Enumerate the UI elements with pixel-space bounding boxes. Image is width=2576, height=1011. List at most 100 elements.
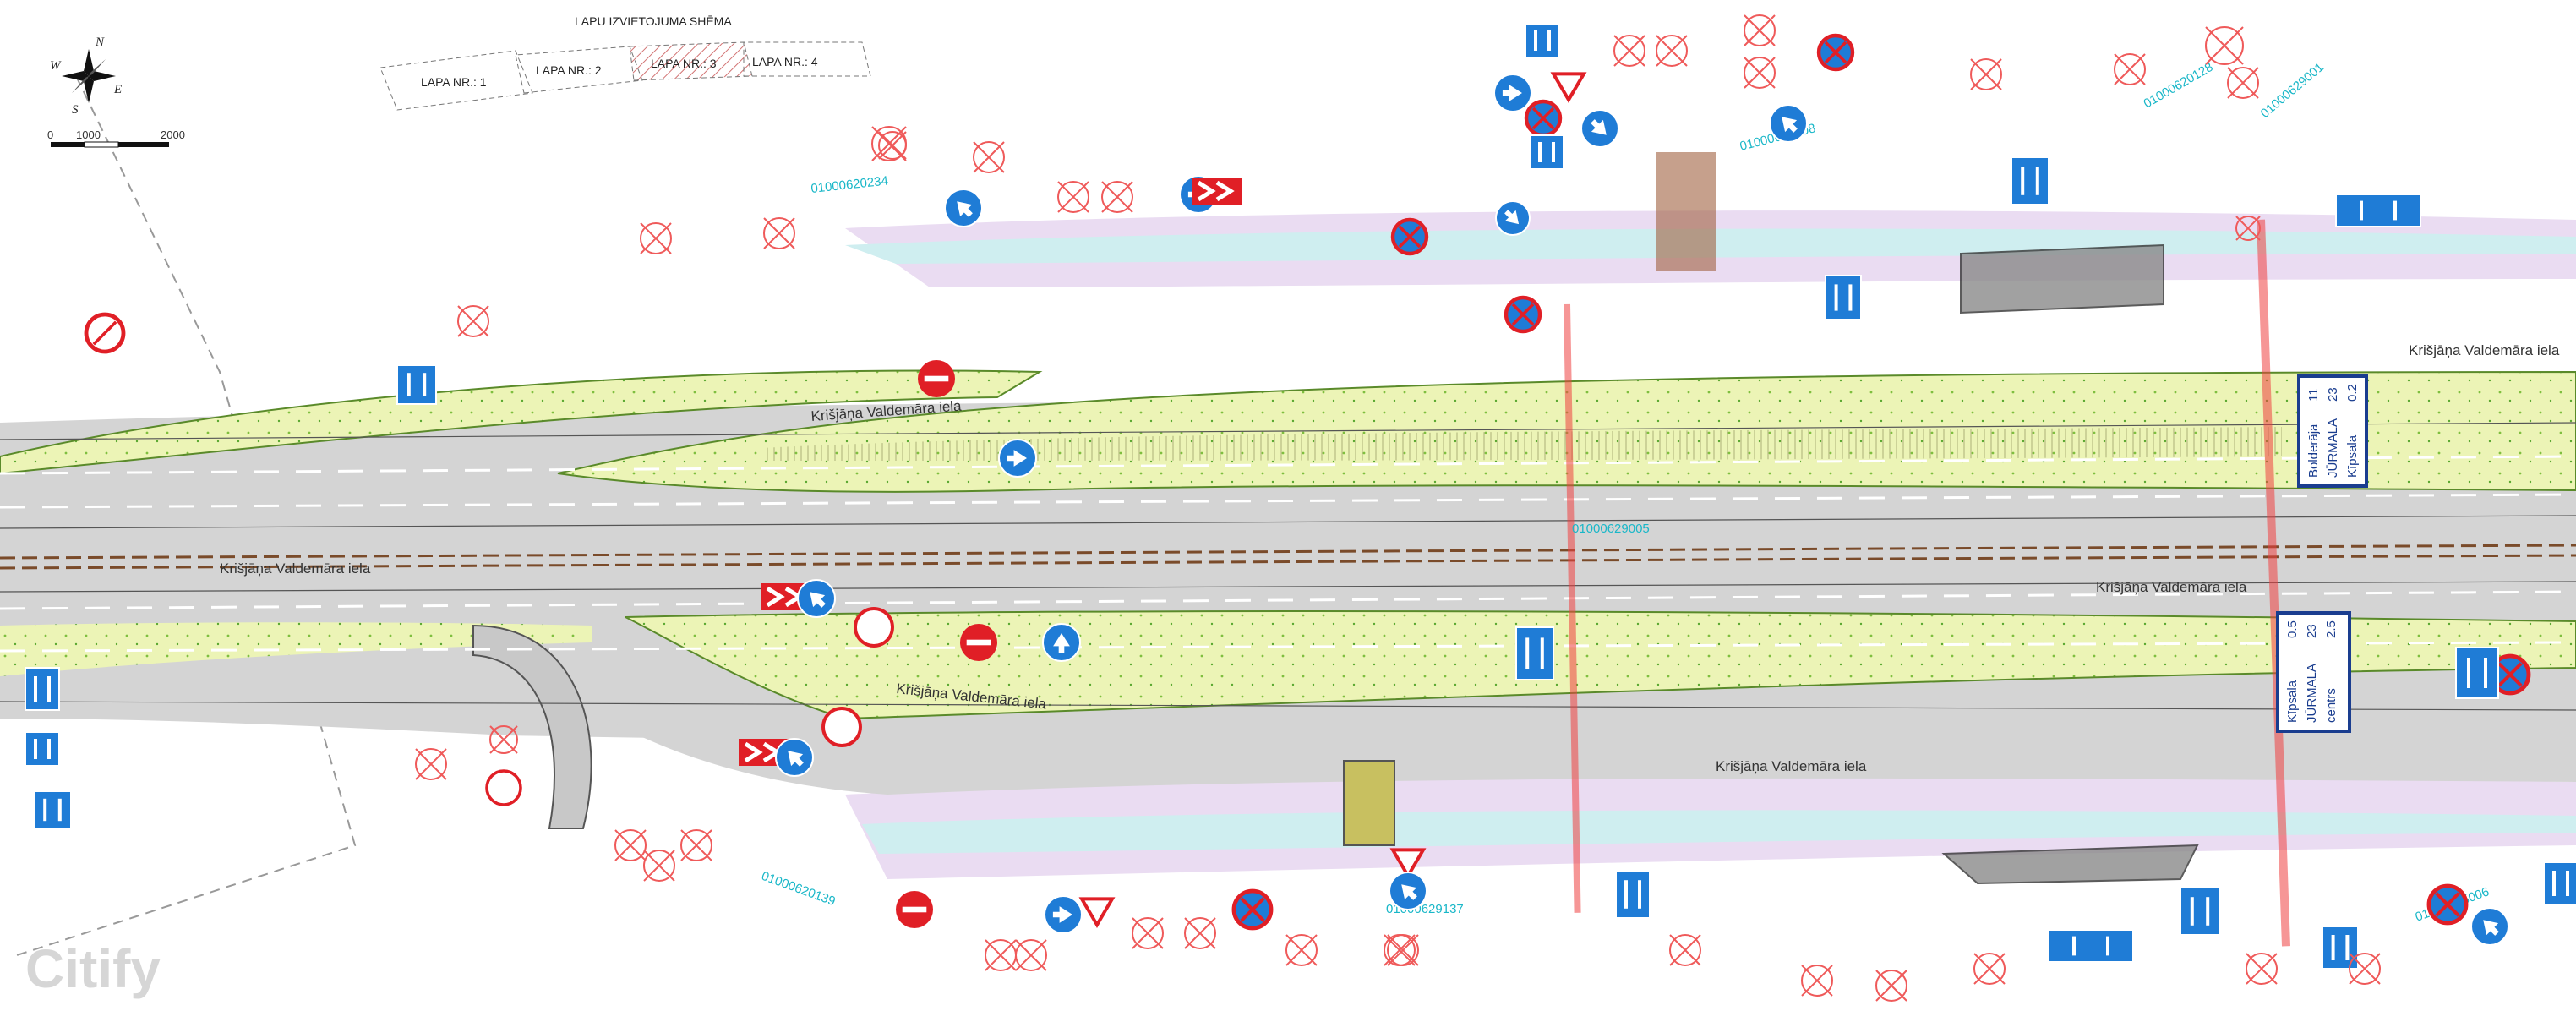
dest-a-4: 23	[2326, 387, 2340, 402]
dest-b-2: 0.5	[2285, 620, 2300, 638]
dest-b-6: 2.5	[2324, 620, 2339, 638]
street-label-5: Krišjāņa Valdemāra iela	[1716, 758, 1867, 774]
upper-median-hatch	[761, 427, 2282, 461]
information-sign-icon	[2322, 926, 2359, 970]
removed-sign-icon	[1101, 181, 1133, 213]
removed-sign-icon	[1656, 35, 1688, 67]
sheet-layout-key: LAPU IZVIETOJUMA SHĒMA LAPA NR.: 1 LAPA …	[379, 14, 871, 111]
no-entry-sign-icon	[896, 891, 933, 928]
removed-sign-icon	[1285, 934, 1318, 966]
removed-sign-icon	[2205, 26, 2244, 65]
speed-limit-sign-icon	[821, 707, 862, 747]
removed-sign-icon	[973, 141, 1005, 173]
removed-sign-icon	[614, 829, 647, 861]
street-label-3: Krišjāņa Valdemāra iela	[2096, 579, 2247, 595]
left-ramp	[472, 624, 592, 829]
information-sign-icon	[25, 667, 60, 711]
sheet-4-label: LAPA NR.: 4	[752, 55, 818, 68]
warning-triangle-icon	[1389, 848, 1427, 879]
chevron-sign-icon	[739, 739, 789, 766]
cad-id-4: 01000629005	[1572, 522, 1650, 536]
information-sign-icon	[33, 790, 72, 829]
information-sign-icon	[1615, 870, 1651, 919]
no-parking-sign-icon	[1816, 33, 1855, 72]
pedestrian-crossing	[1656, 152, 1716, 271]
dest-b-3: JŪRMALA	[2305, 664, 2319, 723]
removed-sign-icon	[763, 217, 795, 249]
information-sign-icon	[1825, 275, 1862, 320]
removed-sign-icon	[1132, 917, 1164, 949]
removed-sign-icon	[1970, 58, 2002, 90]
information-sign-icon	[2455, 647, 2499, 699]
dest-b-1: Kīpsala	[2285, 680, 2300, 723]
removed-sign-icon	[2246, 953, 2278, 985]
lower-bikepath	[862, 810, 2576, 854]
lower-service-road	[592, 710, 2576, 795]
scale-0: 0	[47, 128, 53, 141]
direction-arrow-sign-icon	[775, 738, 814, 777]
information-sign-icon	[2335, 194, 2421, 227]
direction-arrow-sign-icon	[1495, 200, 1531, 236]
no-parking-sign-icon	[2426, 883, 2469, 926]
direction-arrow-sign-icon	[1044, 895, 1083, 934]
upper-bridge-structure	[1960, 243, 2164, 314]
warning-triangle-icon	[1078, 897, 1116, 928]
direction-arrow-sign-icon	[797, 579, 836, 618]
sheet-2-label: LAPA NR.: 2	[536, 63, 602, 77]
removed-sign-icon	[1669, 934, 1701, 966]
direction-arrow-sign-icon	[944, 189, 983, 227]
removed-sign-icon	[2235, 216, 2261, 241]
direction-arrow-sign-icon	[2470, 907, 2509, 946]
removed-sign-icon	[871, 126, 907, 161]
sheet-key-title: LAPU IZVIETOJUMA SHĒMA	[575, 14, 732, 28]
removed-sign-icon	[2349, 953, 2381, 985]
dest-a-1: Bolderāja	[2306, 424, 2321, 478]
removed-sign-icon	[1184, 917, 1216, 949]
removed-sign-icon	[1744, 14, 1776, 46]
removed-sign-icon	[680, 829, 712, 861]
compass-rose-icon: N S E W	[50, 36, 122, 117]
scale-1000: 1000	[76, 128, 101, 141]
no-entry-sign-icon	[918, 360, 955, 397]
no-parking-sign-icon	[1390, 217, 1429, 256]
street-label-6: Krišjāņa Valdemāra iela	[2409, 342, 2560, 358]
information-sign-icon	[2543, 861, 2576, 905]
direction-arrow-sign-icon	[1580, 109, 1619, 148]
compass-w: W	[50, 59, 62, 73]
no-parking-sign-icon	[1524, 99, 1563, 138]
removed-sign-icon	[1801, 965, 1833, 997]
chevron-sign-icon	[1192, 178, 1242, 205]
information-sign-icon	[2011, 156, 2049, 205]
removed-sign-icon	[2114, 53, 2146, 85]
information-sign-icon	[1525, 23, 1560, 58]
dest-a-3: JŪRMALA	[2326, 418, 2340, 478]
direction-arrow-sign-icon	[1389, 872, 1427, 910]
dest-b-5: centrs	[2324, 688, 2339, 723]
left-slip-median	[0, 369, 1043, 475]
compass-s: S	[72, 103, 79, 117]
traffic-signs	[25, 14, 2576, 1002]
direction-arrow-sign-icon	[998, 439, 1037, 478]
no-parking-sign-icon	[1504, 295, 1542, 334]
sheet-1-label: LAPA NR.: 1	[421, 75, 487, 89]
bus-stop-pad	[1343, 760, 1395, 846]
removed-sign-icon	[643, 850, 675, 882]
removed-sign-icon	[1613, 35, 1645, 67]
information-sign-icon	[25, 731, 60, 767]
removed-sign-icon	[2227, 67, 2259, 99]
construction-joint-lines	[1564, 219, 2291, 947]
removed-sign-icon	[1973, 953, 2006, 985]
scale-2000: 2000	[161, 128, 185, 141]
no-parking-sign-icon	[1231, 888, 1274, 931]
dest-b-4: 23	[2305, 624, 2319, 638]
removed-sign-icon	[1744, 57, 1776, 89]
destination-board-a: Bolderāja 11 JŪRMALA 23 Kīpsala 0.2	[2297, 374, 2368, 488]
no-entry-sign-icon	[960, 624, 997, 661]
citify-watermark: Citify	[25, 938, 161, 999]
dest-a-5: Kīpsala	[2345, 434, 2360, 478]
removed-sign-icon	[878, 131, 907, 160]
removed-sign-icon	[1057, 181, 1089, 213]
sheet-3-label: LAPA NR.: 3	[651, 57, 717, 70]
prohibition-sign-icon	[84, 312, 126, 354]
lane-markings	[0, 455, 2576, 653]
